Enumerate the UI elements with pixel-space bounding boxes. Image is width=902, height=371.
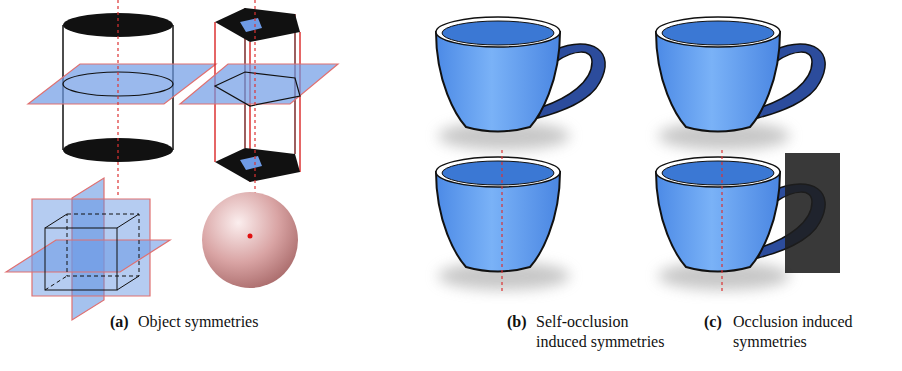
- caption-text: Occlusion induced symmetries: [733, 312, 861, 352]
- caption-text: Object symmetries: [138, 312, 258, 332]
- caption-letter: (c): [704, 312, 722, 332]
- cup-inside: [662, 161, 774, 185]
- cup: [436, 17, 605, 150]
- cup-inside: [662, 21, 774, 45]
- cup-inside: [442, 161, 554, 185]
- cube-edge: [117, 214, 139, 228]
- cup-rim: [656, 157, 780, 187]
- cube-edge: [45, 276, 67, 290]
- symmetry-axis: [117, 0, 118, 198]
- cup: [436, 157, 570, 290]
- caption-letter: (b): [507, 312, 527, 332]
- cube: [6, 178, 170, 320]
- cup-rim: [656, 17, 780, 47]
- prism-section: [215, 72, 300, 106]
- cube-edge: [117, 276, 139, 290]
- occluder: [785, 153, 840, 273]
- caption-text: Self-occlusion induced symmetries: [536, 312, 676, 352]
- prism-inner: [240, 156, 262, 170]
- cube-face: [67, 214, 139, 276]
- prism-base: [215, 148, 300, 182]
- cup-rim: [436, 17, 560, 47]
- symmetry-axis: [254, 0, 255, 198]
- prism-top: [215, 8, 300, 42]
- cube-edge: [45, 214, 67, 228]
- symmetry-plane: [180, 64, 338, 104]
- prism-inner: [240, 18, 262, 32]
- symmetry-plane: [6, 240, 170, 272]
- sphere: [202, 192, 298, 288]
- cup-rim: [436, 157, 560, 187]
- cup-inside: [442, 21, 554, 45]
- caption-letter: (a): [110, 312, 129, 332]
- symmetry-axis: [501, 150, 502, 292]
- prism-edge: [299, 32, 301, 172]
- cube-face: [45, 228, 117, 290]
- sphere-center: [248, 234, 253, 239]
- cups: [436, 17, 840, 292]
- symmetry-axis: [721, 150, 722, 292]
- pentagonal-prism: [180, 0, 338, 198]
- cup: [656, 17, 825, 150]
